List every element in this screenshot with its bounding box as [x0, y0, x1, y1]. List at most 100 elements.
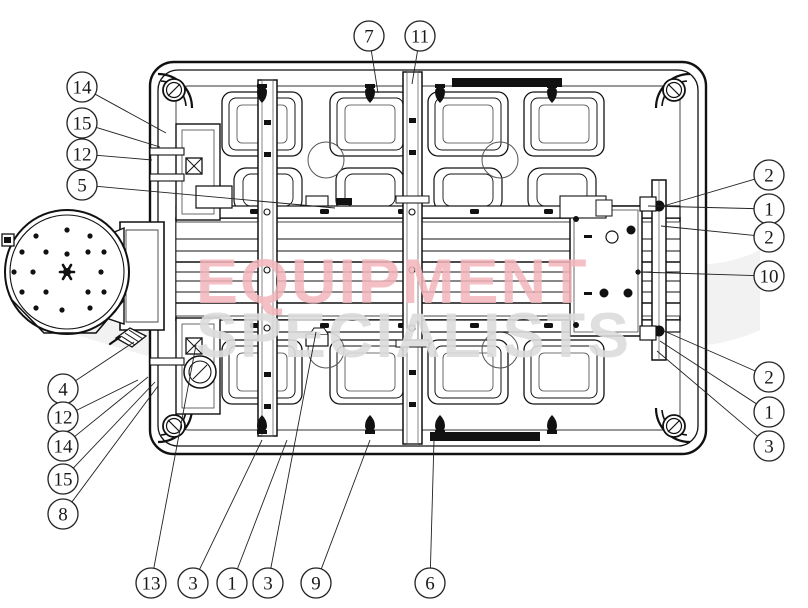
callout-leader-line: [76, 379, 139, 411]
callout-3[interactable]: 3: [656, 350, 785, 462]
vertical-strap-left: [257, 79, 278, 437]
callout-3[interactable]: 3: [177, 439, 263, 599]
callout-leader-line: [647, 205, 755, 210]
callout-leader-line: [94, 93, 167, 134]
callout-leader-line: [75, 341, 135, 382]
callout-number: 7: [364, 27, 374, 48]
right-vertical-rail: [639, 179, 667, 361]
callout-number: 12: [73, 145, 92, 166]
callout-4[interactable]: 4: [47, 341, 135, 405]
callout-number: 10: [760, 267, 779, 288]
callout-bubble[interactable]: [66, 71, 98, 103]
callout-number: 15: [73, 114, 92, 135]
callout-bubble[interactable]: [47, 463, 79, 495]
callout-bubble[interactable]: [753, 430, 785, 462]
callout-bubble[interactable]: [353, 20, 385, 52]
callout-bubble[interactable]: [753, 221, 785, 253]
callout-number: 6: [425, 574, 435, 595]
callout-leader-line: [659, 178, 755, 208]
spinner-assembly: [1, 209, 165, 348]
callout-15[interactable]: 15: [47, 381, 156, 495]
callout-leader-line: [153, 344, 197, 569]
callout-number: 2: [764, 368, 774, 389]
callout-11[interactable]: 11: [404, 20, 436, 85]
callout-leader-line: [72, 381, 156, 469]
callout-bubble[interactable]: [177, 567, 209, 599]
callout-leader-line: [656, 350, 758, 437]
callout-2[interactable]: 2: [663, 330, 785, 393]
callout-leader-line: [96, 126, 161, 148]
callout-leader-line: [659, 340, 757, 405]
callout-number: 1: [227, 574, 237, 595]
callout-bubble[interactable]: [414, 567, 446, 599]
callout-bubble[interactable]: [753, 396, 785, 428]
callout-number: 3: [764, 437, 774, 458]
callout-12[interactable]: 12: [66, 138, 153, 170]
left-bracket-assembly: [150, 123, 233, 415]
callout-6[interactable]: 6: [414, 439, 446, 599]
callout-number: 14: [54, 437, 74, 458]
callout-bubble[interactable]: [47, 430, 79, 462]
callout-bubble[interactable]: [66, 107, 98, 139]
center-fitting-lower: [305, 327, 329, 347]
callout-leader-line: [429, 439, 435, 569]
callout-number: 2: [764, 166, 774, 187]
callout-number: 12: [54, 408, 73, 429]
callout-leader-line: [370, 50, 379, 94]
callout-10[interactable]: 10: [637, 260, 785, 292]
callout-2[interactable]: 2: [660, 221, 785, 253]
callout-bubble[interactable]: [753, 159, 785, 191]
callout-bubble[interactable]: [66, 138, 98, 170]
control-module: [559, 195, 643, 337]
callout-1[interactable]: 1: [216, 439, 288, 599]
callout-leader-line: [637, 271, 755, 276]
callout-bubble[interactable]: [47, 498, 79, 530]
callout-14[interactable]: 14: [66, 71, 167, 134]
callout-bubble[interactable]: [753, 361, 785, 393]
vertical-strap-right: [395, 71, 430, 445]
callout-bubble[interactable]: [404, 20, 436, 52]
callout-9[interactable]: 9: [300, 439, 371, 599]
callout-leader-line: [236, 439, 288, 570]
callout-1[interactable]: 1: [659, 340, 785, 428]
callout-number: 1: [764, 200, 774, 221]
hose-coupling: [108, 327, 148, 348]
callout-bubble[interactable]: [753, 260, 785, 292]
callout-number: 3: [188, 574, 198, 595]
callout-number: 8: [58, 505, 68, 526]
callout-number: 1: [764, 403, 774, 424]
callout-number: 4: [58, 380, 68, 401]
callout-bubble[interactable]: [300, 567, 332, 599]
callout-leader-line: [270, 331, 317, 569]
callout-bubble[interactable]: [135, 567, 167, 599]
callout-leader-line: [320, 439, 371, 570]
callout-number: 13: [142, 574, 161, 595]
callout-bubble[interactable]: [252, 567, 284, 599]
callout-13[interactable]: 13: [135, 344, 197, 599]
callout-leader-line: [96, 154, 153, 161]
callout-leader-line: [74, 376, 149, 437]
warning-decal-bottom: [430, 432, 540, 441]
callout-number: 14: [73, 78, 93, 99]
callout-leader-line: [660, 225, 755, 236]
callout-12[interactable]: 12: [47, 379, 139, 433]
callout-leader-line: [663, 330, 756, 372]
callout-15[interactable]: 15: [66, 107, 161, 148]
callout-number: 15: [54, 470, 73, 491]
callout-1[interactable]: 1: [647, 193, 785, 225]
callout-14[interactable]: 14: [47, 376, 149, 462]
callout-3[interactable]: 3: [252, 331, 317, 599]
callout-7[interactable]: 7: [353, 20, 385, 94]
callout-number: 2: [764, 228, 774, 249]
callout-5[interactable]: 5: [66, 169, 336, 209]
callout-bubble[interactable]: [66, 169, 98, 201]
callout-number: 9: [311, 574, 321, 595]
callout-2[interactable]: 2: [659, 159, 785, 208]
callout-8[interactable]: 8: [47, 385, 159, 530]
callout-leader-line: [199, 439, 263, 570]
callout-bubble[interactable]: [216, 567, 248, 599]
warning-decal-top: [452, 78, 562, 87]
